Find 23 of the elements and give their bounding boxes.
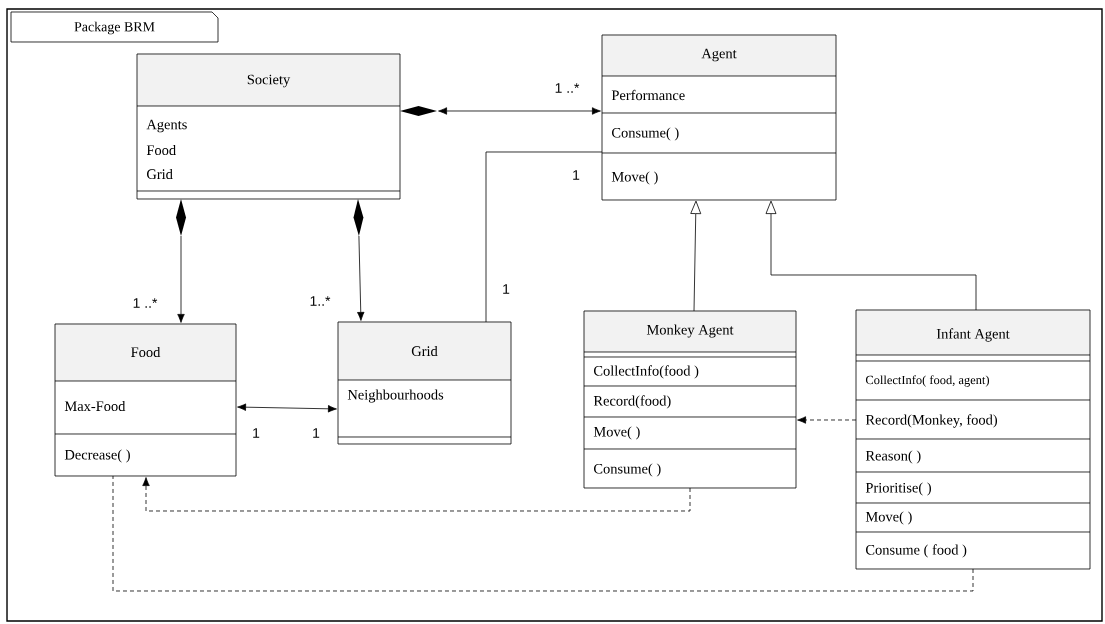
dependency-arrow <box>797 416 857 424</box>
generalization-arrow <box>765 200 977 311</box>
association-arrow <box>237 403 337 413</box>
composition-arrow <box>176 199 186 323</box>
generalization-arrow <box>690 200 702 312</box>
dependency-arrow <box>142 477 691 512</box>
multiplicity-label: 1 ..* <box>555 83 580 93</box>
class-box: Monkey Agent CollectInfo(food ) Record(food) Move( ) Consume( ) <box>583 310 797 489</box>
class-box: Society Agents Food Grid <box>136 53 401 200</box>
class-box: Grid Neighbourhoods <box>337 321 512 445</box>
class-box: Infant Agent CollectInfo( food, agent) Record(Monkey, food) Reason( ) Prioritise( ) Move( ) Consume ( food ) <box>855 309 1091 570</box>
multiplicity-label: 1 <box>573 170 580 180</box>
class-box: Agent Performance Consume( ) Move( ) <box>601 34 837 201</box>
multiplicity-label: 1 <box>313 428 320 438</box>
dependency-line <box>112 475 974 592</box>
composition-arrow <box>400 106 601 116</box>
association-line <box>485 151 603 323</box>
multiplicity-label: 1 <box>253 428 260 438</box>
multiplicity-label: 1 <box>503 284 510 294</box>
multiplicity-label: 1..* <box>310 296 331 306</box>
multiplicity-label: 1 ..* <box>133 298 158 308</box>
composition-arrow <box>353 199 365 321</box>
class-box: Food Max-Food Decrease( ) <box>54 323 237 477</box>
